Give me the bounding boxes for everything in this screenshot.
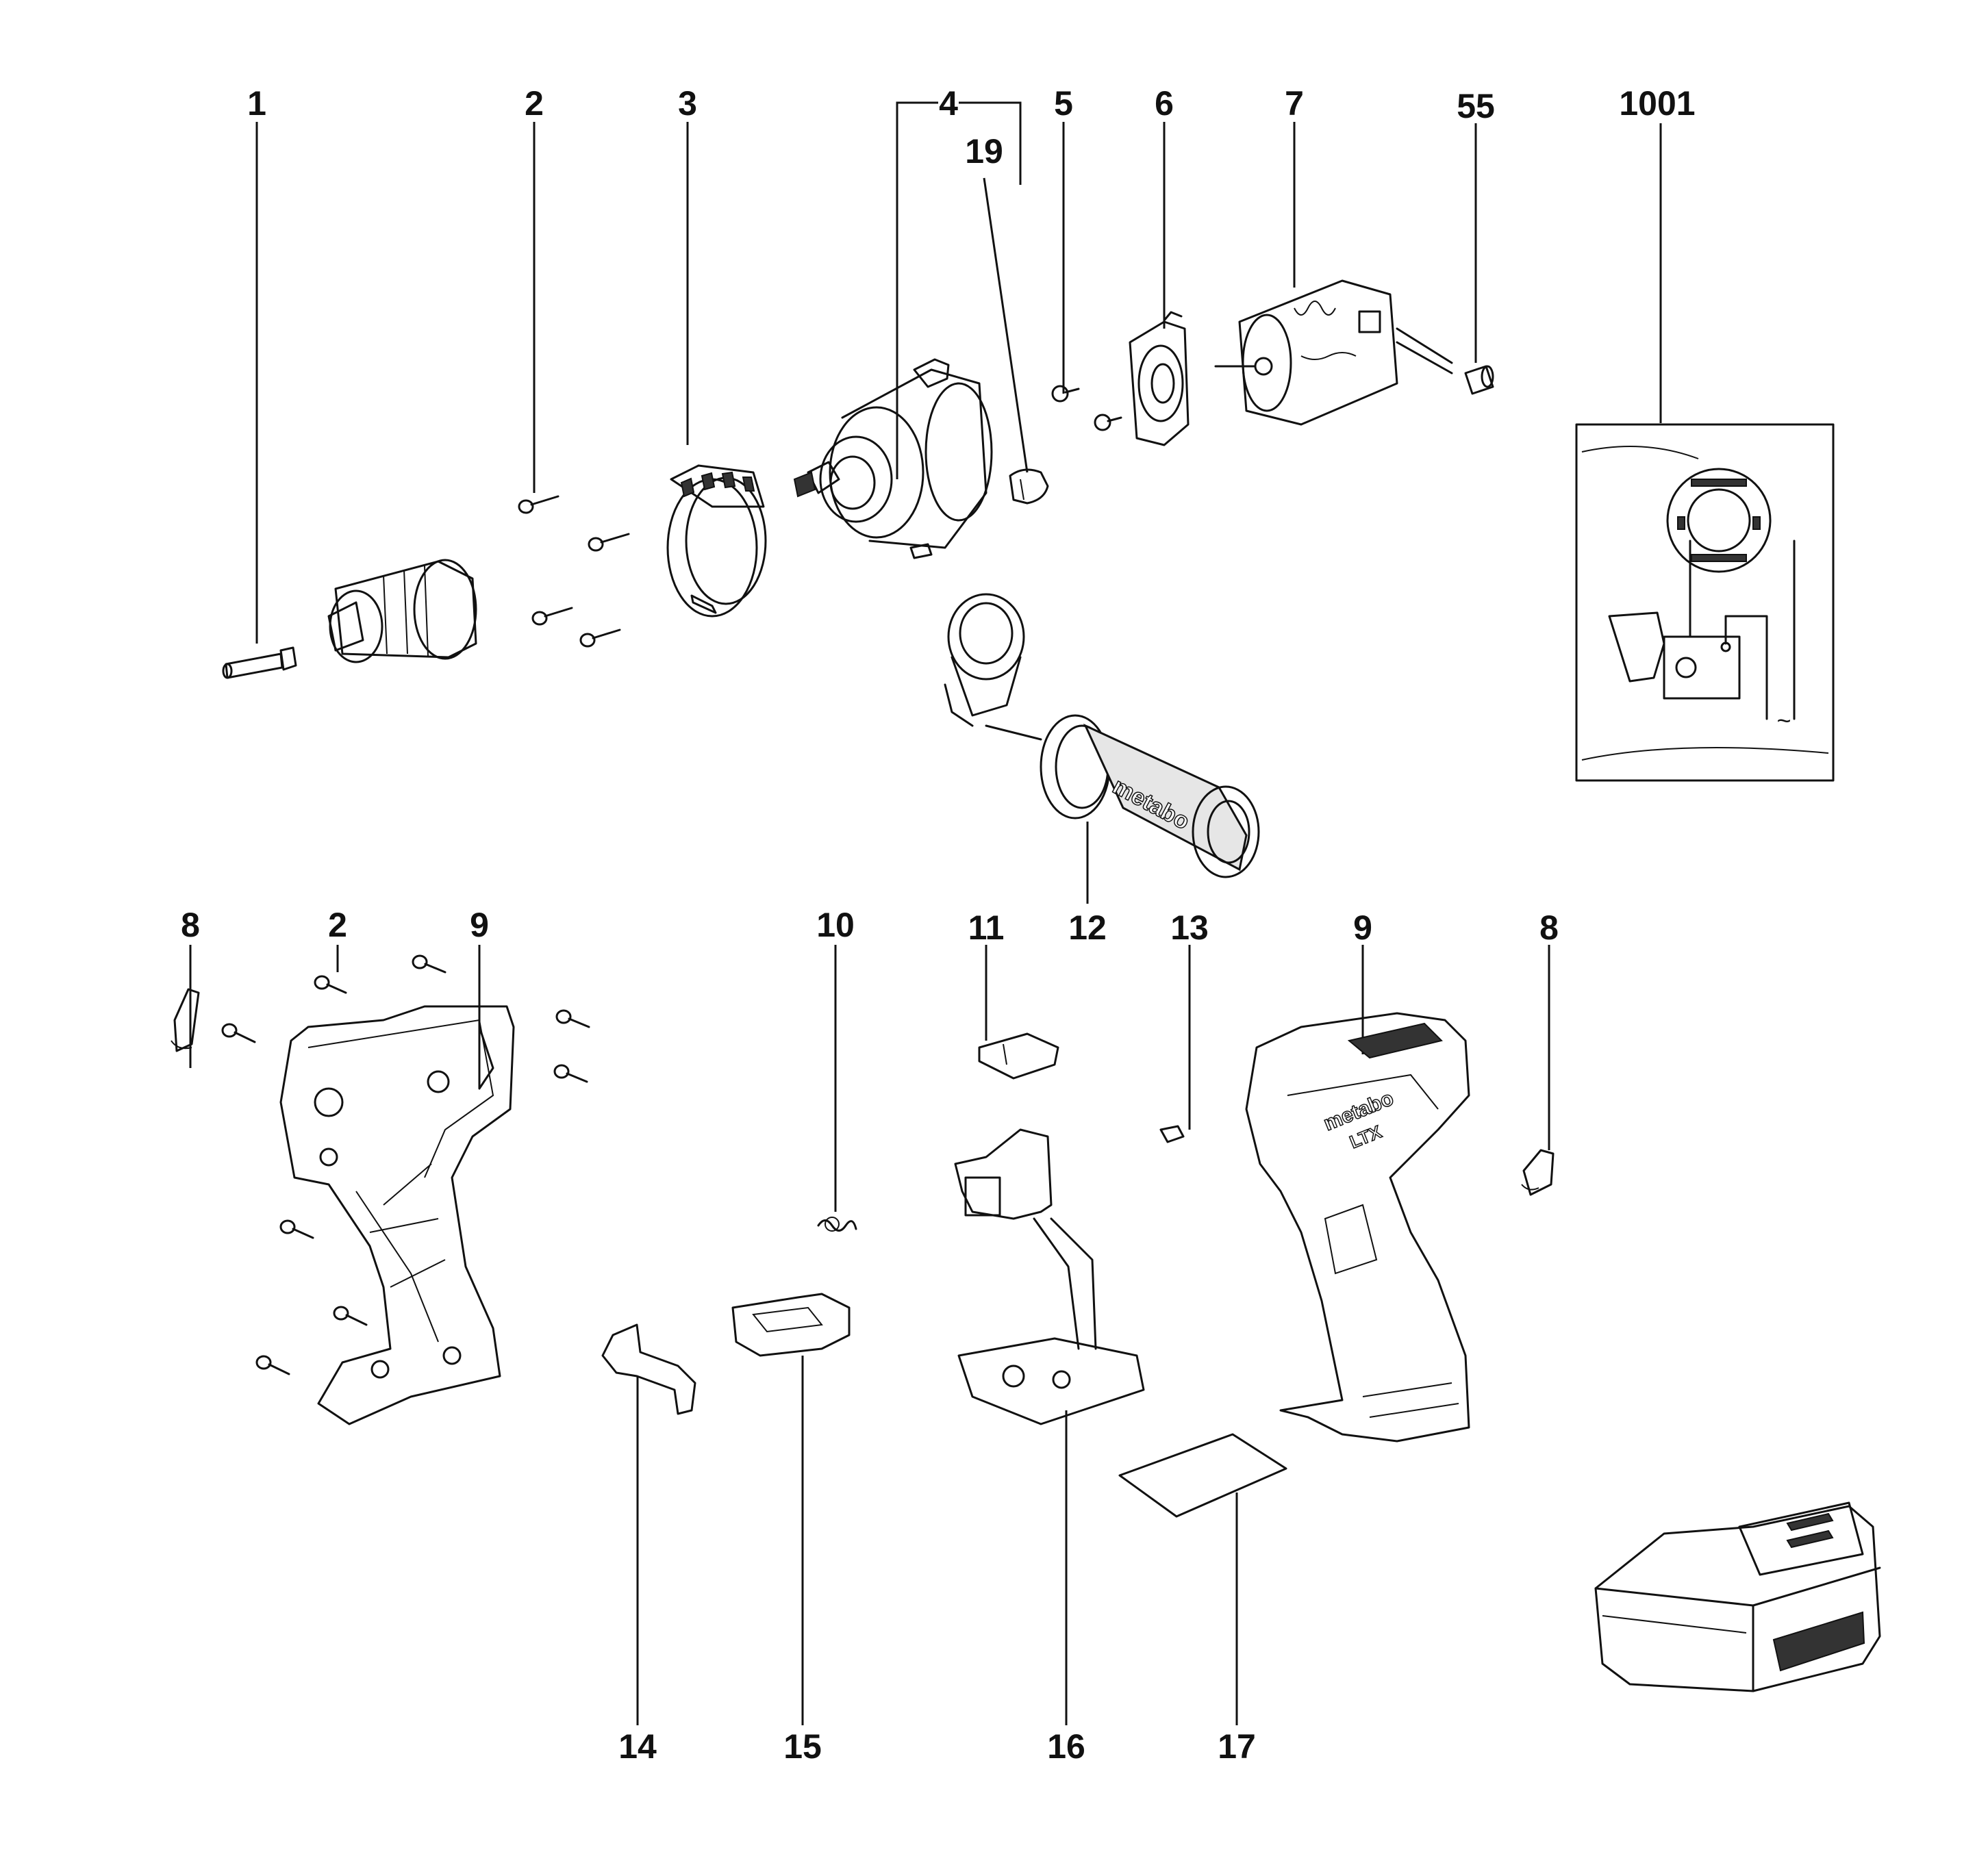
callout-1: 1: [247, 84, 266, 123]
screw-icon: [314, 975, 347, 994]
part-55-bushing: [1464, 365, 1494, 395]
part-7-motor: [1214, 279, 1453, 426]
screw-icon: [1094, 414, 1122, 431]
part-19-slider: [1009, 468, 1049, 505]
callout-labels: 1 2 3 4 19 5 6 7 55 1001 12 8 2 9 10 11 …: [181, 84, 1696, 1766]
screw-icon: [555, 1009, 590, 1028]
callout-9-right: 9: [1353, 909, 1372, 947]
part-8-left-cap: [171, 988, 200, 1052]
drill-chuck: [327, 559, 477, 663]
callout-3: 3: [678, 84, 697, 123]
screw-icon: [333, 1306, 368, 1326]
part-1-bit: [222, 646, 297, 679]
callout-9-left: 9: [470, 906, 489, 944]
housing-screws-left: [221, 954, 590, 1375]
screw-icon: [412, 954, 446, 974]
part-1001-wiring-inset: ~: [1575, 423, 1835, 782]
part-17-label: [1118, 1433, 1287, 1518]
callout-8-right: 8: [1539, 909, 1559, 947]
part-6-motor-plate: [1129, 311, 1190, 446]
ac-symbol: ~: [1776, 707, 1791, 735]
screw-icon: [255, 1355, 290, 1375]
part-5-screws: [1051, 385, 1122, 431]
callout-16: 16: [1047, 1727, 1085, 1766]
callout-15: 15: [783, 1727, 822, 1766]
part-9-right-housing: metabo LTX: [1245, 1012, 1470, 1443]
callout-17: 17: [1218, 1727, 1256, 1766]
screw-icon: [579, 628, 621, 648]
screw-icon: [553, 1064, 588, 1083]
callout-13: 13: [1170, 909, 1209, 947]
part-4-gearbox: [793, 358, 993, 559]
callout-1001: 1001: [1619, 84, 1695, 123]
part-10-spring: [817, 1217, 857, 1232]
screw-icon: [221, 1023, 256, 1043]
battery-pack: [1594, 1501, 1881, 1692]
callout-5: 5: [1054, 84, 1073, 123]
callout-6: 6: [1155, 84, 1174, 123]
callout-8-left: 8: [181, 906, 200, 944]
screws-group-top: [518, 495, 630, 648]
part-16-switch-electronics: [954, 1128, 1145, 1425]
part-14-bracket: [601, 1323, 696, 1415]
callout-55: 55: [1457, 87, 1495, 125]
callout-2-bottom: 2: [328, 906, 347, 944]
callout-7: 7: [1285, 84, 1304, 123]
callout-2-top: 2: [525, 84, 544, 123]
callout-4: 4: [939, 84, 958, 123]
screw-icon: [1051, 385, 1080, 403]
screw-icon: [588, 533, 630, 552]
part-3-clutch-ring: [666, 464, 767, 618]
part-11-switch-button: [978, 1032, 1059, 1080]
callout-11: 11: [968, 909, 1005, 947]
callout-19: 19: [965, 132, 1003, 170]
callout-14: 14: [618, 1727, 657, 1766]
leader-lines: [189, 101, 1662, 1725]
screw-icon: [531, 607, 573, 626]
part-13-clip: [1159, 1125, 1185, 1143]
callout-10: 10: [816, 906, 855, 944]
screw-icon: [279, 1219, 314, 1239]
part-12-side-handle: metabo: [944, 593, 1260, 878]
screw-icon: [518, 495, 559, 514]
part-15-contact-plate: [731, 1293, 851, 1357]
part-9-left-housing: [279, 1005, 515, 1425]
part-8-right-cap: [1521, 1149, 1555, 1196]
callout-12: 12: [1068, 909, 1107, 947]
